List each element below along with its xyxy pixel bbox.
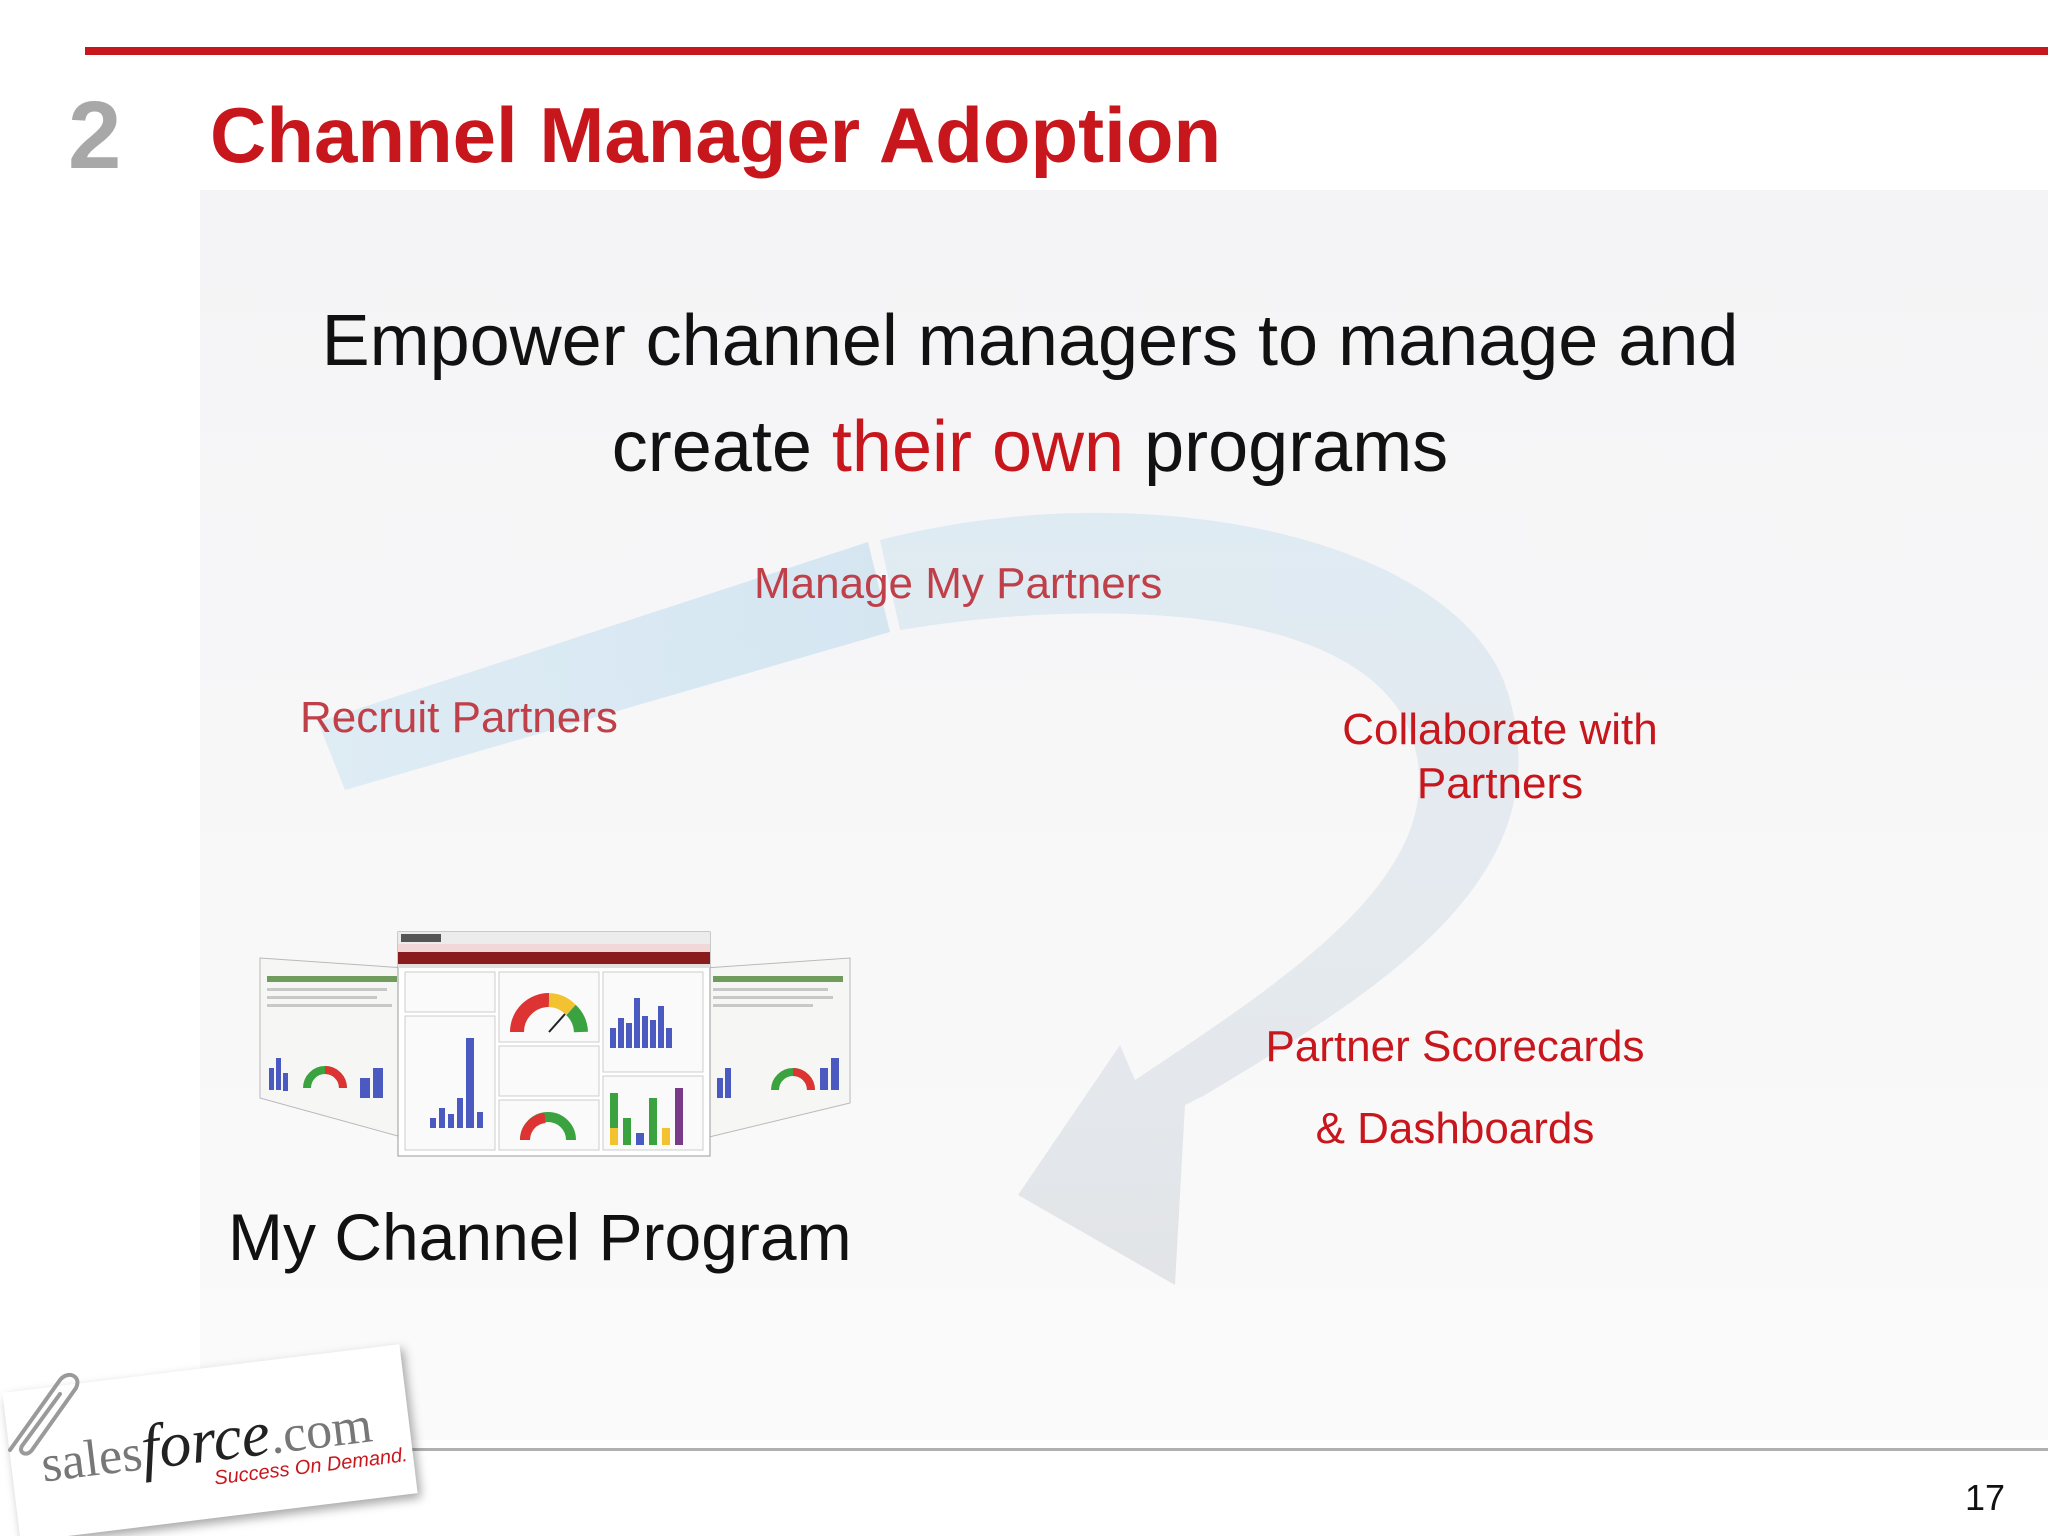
subtitle: Empower channel managers to manage and c… [200,288,1860,500]
subtitle-line-2: create their own programs [200,394,1860,500]
subtitle-accent: their own [831,407,1125,487]
subtitle-line-1: Empower channel managers to manage and [321,301,1739,381]
dashboard-panel-right [704,957,851,1139]
step-collaborate-line-2: Partners [1416,759,1584,808]
step-collaborate: Collaborate with Partners [1300,703,1700,811]
paperclip-icon [8,1372,80,1456]
step-recruit-partners: Recruit Partners [300,693,618,742]
slide-title: Channel Manager Adoption [210,91,1222,179]
step-manage-partners: Manage My Partners [754,559,1163,608]
step-scorecards: Partner Scorecards & Dashboards [1230,1006,1680,1170]
footer-rule [400,1448,2048,1451]
dashboard-panel-left [259,957,406,1139]
arrow-curve [880,512,1519,1285]
arrow-band-upper [318,542,890,790]
dashboard-screenshots [259,931,851,1157]
section-number: 2 [68,82,122,189]
subtitle-line-2-end: programs [1124,407,1449,487]
subtitle-line-2-start: create [611,407,832,487]
step-scorecards-line-1: Partner Scorecards [1265,1022,1645,1071]
step-collaborate-line-1: Collaborate with [1342,705,1658,754]
program-label: My Channel Program [228,1200,852,1274]
dashboard-panel-center [397,931,711,1157]
step-scorecards-line-2: & Dashboards [1315,1104,1595,1153]
page-number: 17 [1965,1477,2006,1518]
top-rule [85,47,2048,55]
